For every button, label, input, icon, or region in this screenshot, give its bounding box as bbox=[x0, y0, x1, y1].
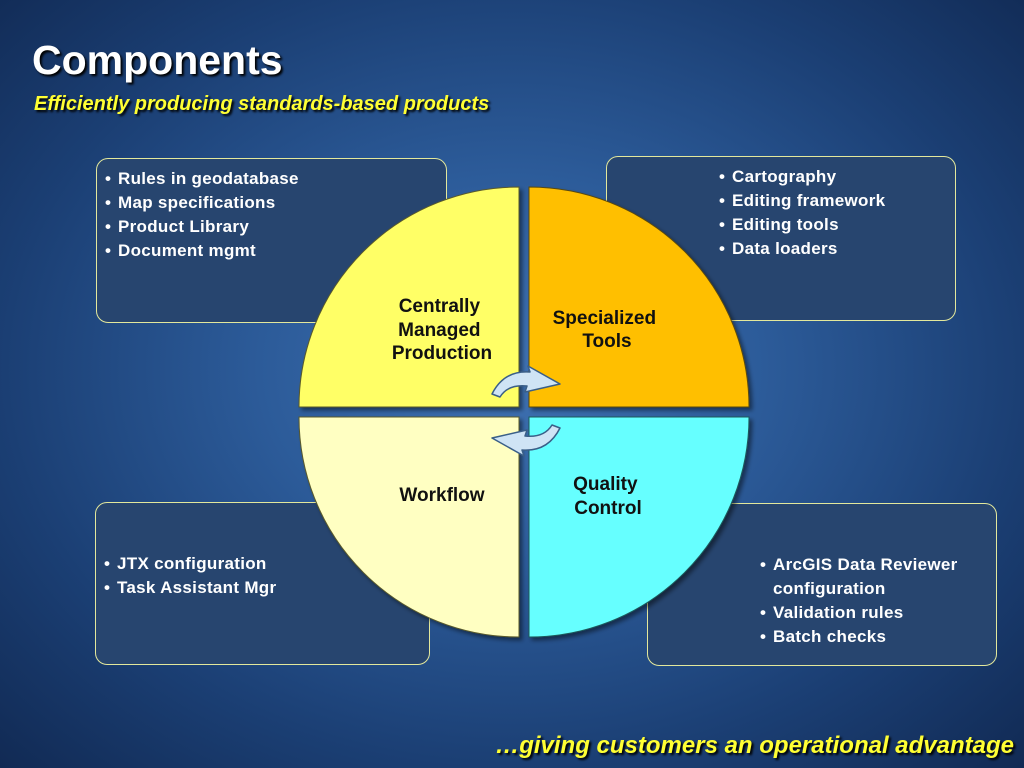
bullet-item: Editing framework bbox=[719, 189, 885, 213]
bullet-item: ArcGIS Data Reviewer configuration bbox=[760, 553, 985, 601]
quadrant-specialized-tools bbox=[528, 186, 750, 408]
bullet-item: JTX configuration bbox=[104, 552, 276, 576]
bullet-item: Document mgmt bbox=[105, 239, 299, 263]
slide-title: Components bbox=[32, 37, 283, 83]
quadrant-quality-control bbox=[528, 416, 750, 638]
slide-footer: …giving customers an operational advanta… bbox=[495, 732, 1014, 759]
bullet-item: Product Library bbox=[105, 215, 299, 239]
bullet-item: Map specifications bbox=[105, 191, 299, 215]
quadrant-label-centrally-managed-production: Centrally Managed Production bbox=[392, 296, 492, 364]
quadrant-centrally-managed-production bbox=[298, 186, 520, 408]
bullet-item: Cartography bbox=[719, 165, 885, 189]
bullet-list-workflow: JTX configuration Task Assistant Mgr bbox=[104, 552, 276, 600]
cycle-arrows-icon bbox=[491, 365, 561, 457]
quadrant-label-specialized-tools: Specialized Tools bbox=[553, 308, 662, 352]
bullet-item: Validation rules bbox=[760, 601, 985, 625]
bullet-item: Batch checks bbox=[760, 625, 985, 649]
bullet-list-centrally-managed-production: Rules in geodatabase Map specifications … bbox=[105, 167, 299, 263]
bullet-list-specialized-tools: Cartography Editing framework Editing to… bbox=[719, 165, 885, 261]
slide-subtitle: Efficiently producing standards-based pr… bbox=[34, 93, 490, 115]
bullet-item: Data loaders bbox=[719, 237, 885, 261]
quadrant-label-quality-control: Quality Control bbox=[573, 474, 643, 519]
bullet-item: Task Assistant Mgr bbox=[104, 576, 276, 600]
bullet-item: Editing tools bbox=[719, 213, 885, 237]
box-centrally-managed-production: Rules in geodatabase Map specifications … bbox=[96, 158, 447, 323]
quadrant-label-workflow: Workflow bbox=[399, 485, 484, 506]
bullet-item: Rules in geodatabase bbox=[105, 167, 299, 191]
bullet-list-quality-control: ArcGIS Data Reviewer configuration Valid… bbox=[760, 553, 985, 649]
quadrant-workflow bbox=[298, 416, 520, 638]
